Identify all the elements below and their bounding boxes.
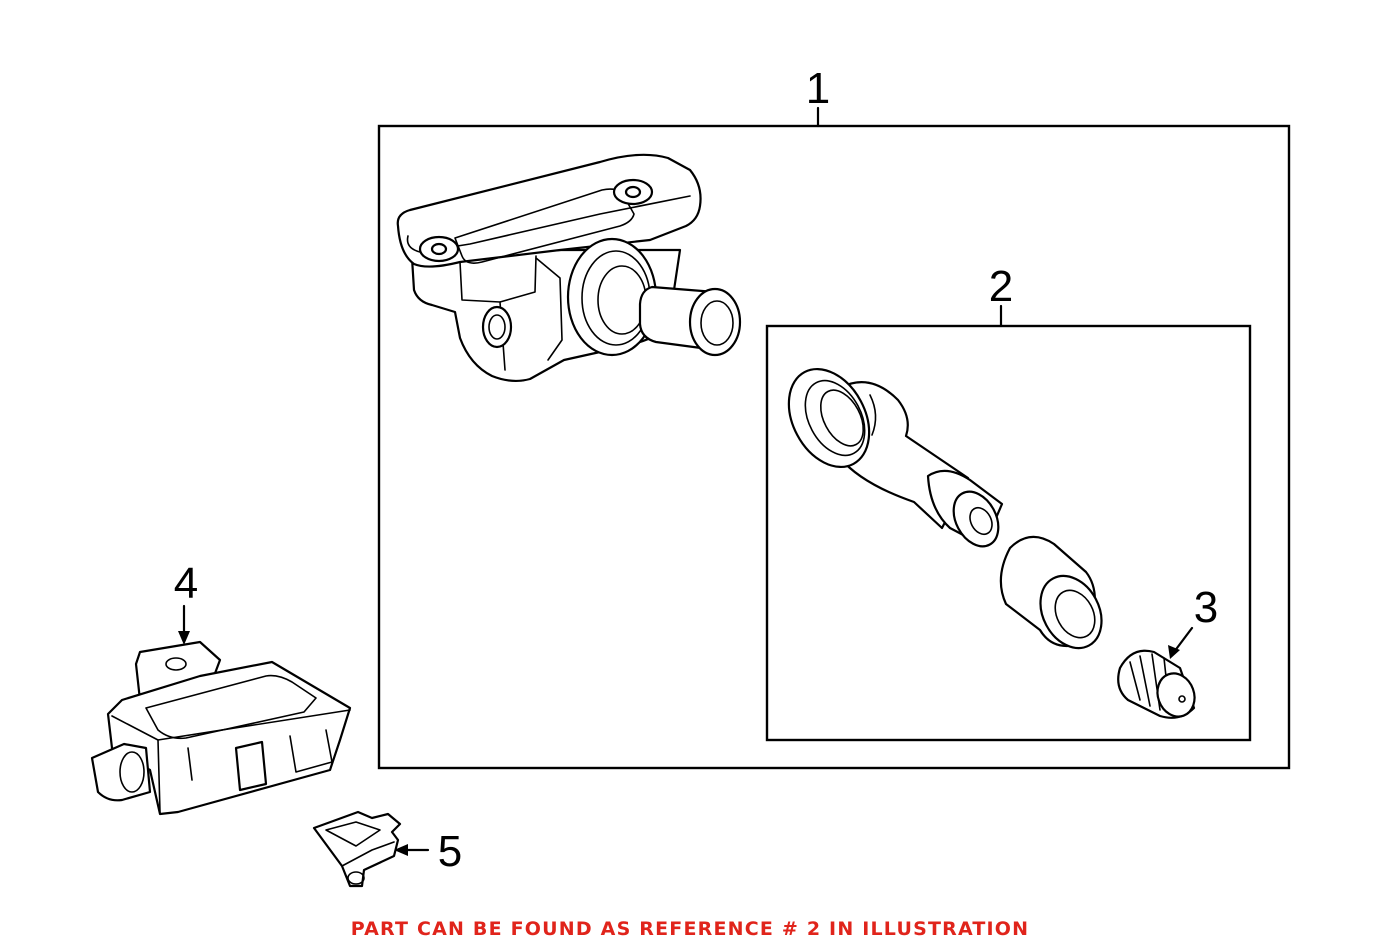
assembly-1-frame [377, 124, 1291, 770]
callout-3-label: 3 [1194, 583, 1218, 632]
callout-4-label: 4 [174, 559, 198, 608]
callout-3-arrowhead [1168, 645, 1180, 659]
valve-stem-drawing [787, 367, 1103, 650]
control-module-drawing [90, 640, 352, 816]
reference-note: PART CAN BE FOUND AS REFERENCE # 2 IN IL… [350, 918, 1030, 940]
callout-1: 1 [806, 64, 830, 128]
tpms-sensor-drawing [396, 153, 742, 383]
callout-4: 4 [174, 559, 198, 645]
kit-2-frame [765, 324, 1252, 742]
bracket-drawing [312, 810, 402, 888]
callout-2: 2 [989, 262, 1013, 328]
callout-5-label: 5 [438, 827, 462, 876]
callout-1-label: 1 [806, 64, 830, 113]
callout-4-arrowhead [178, 631, 190, 645]
callout-5-arrowhead [394, 844, 408, 856]
callout-2-label: 2 [989, 262, 1013, 311]
callout-5: 5 [394, 827, 462, 876]
valve-cap-drawing [1117, 649, 1196, 719]
callout-3: 3 [1168, 583, 1218, 659]
